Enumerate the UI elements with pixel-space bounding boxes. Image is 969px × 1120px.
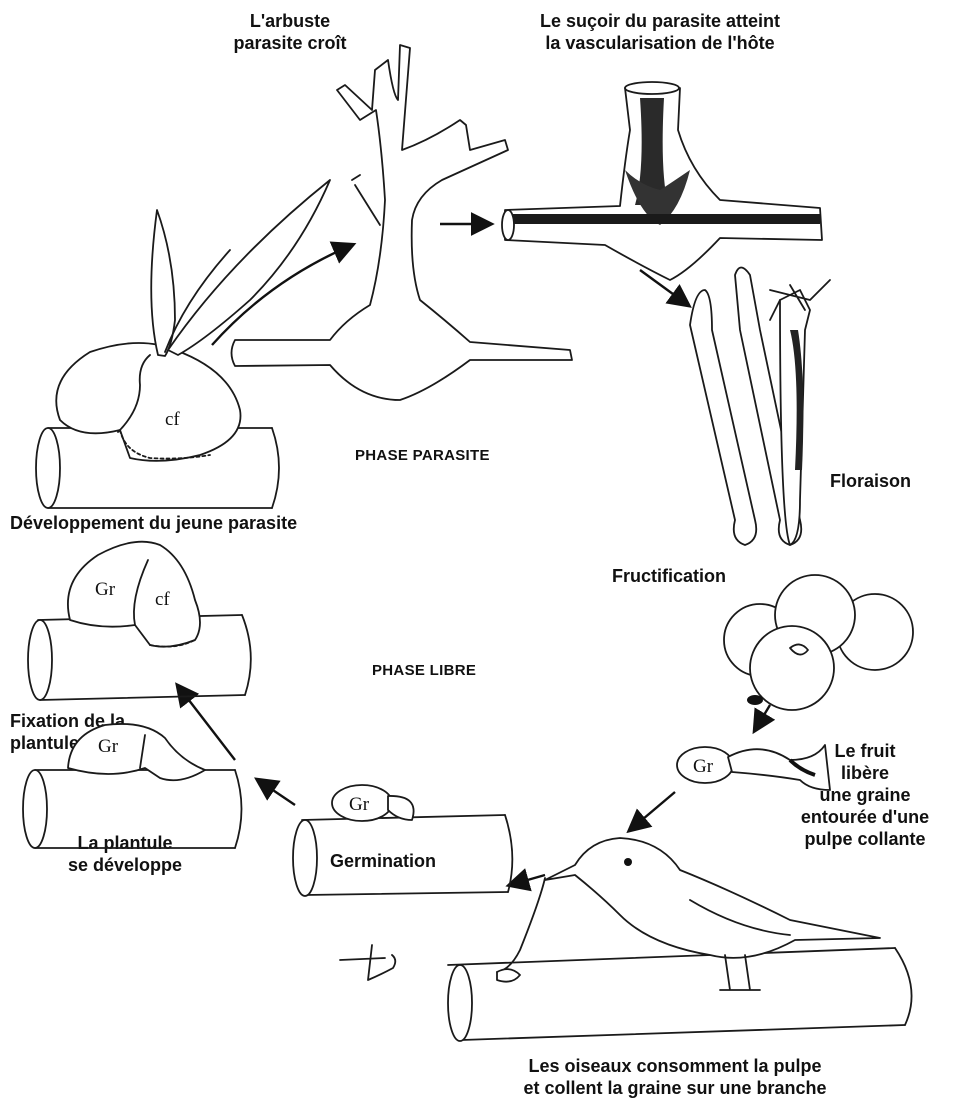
signature-mark	[340, 945, 395, 980]
mark-gr-germination: Gr	[349, 794, 370, 815]
seedling-illustration	[23, 724, 242, 848]
fixation-illustration	[28, 542, 251, 700]
mark-gr-seedling: Gr	[98, 736, 119, 757]
bird-illustration	[340, 838, 912, 1041]
arrow-to-seedling	[258, 780, 295, 805]
mark-cf-fixation: cf	[155, 589, 170, 610]
haustorium-illustration	[502, 82, 822, 280]
mark-cf-young: cf	[165, 409, 180, 430]
flower-illustration	[690, 268, 830, 546]
fruit-illustration	[724, 575, 913, 710]
arrow-to-germination	[510, 875, 545, 885]
mark-gr-fixation: Gr	[95, 579, 116, 600]
arrow-to-bird	[630, 792, 675, 830]
arrow-to-fruit-release	[755, 705, 770, 730]
mark-gr-release: Gr	[693, 756, 714, 777]
germination-illustration	[293, 785, 512, 896]
